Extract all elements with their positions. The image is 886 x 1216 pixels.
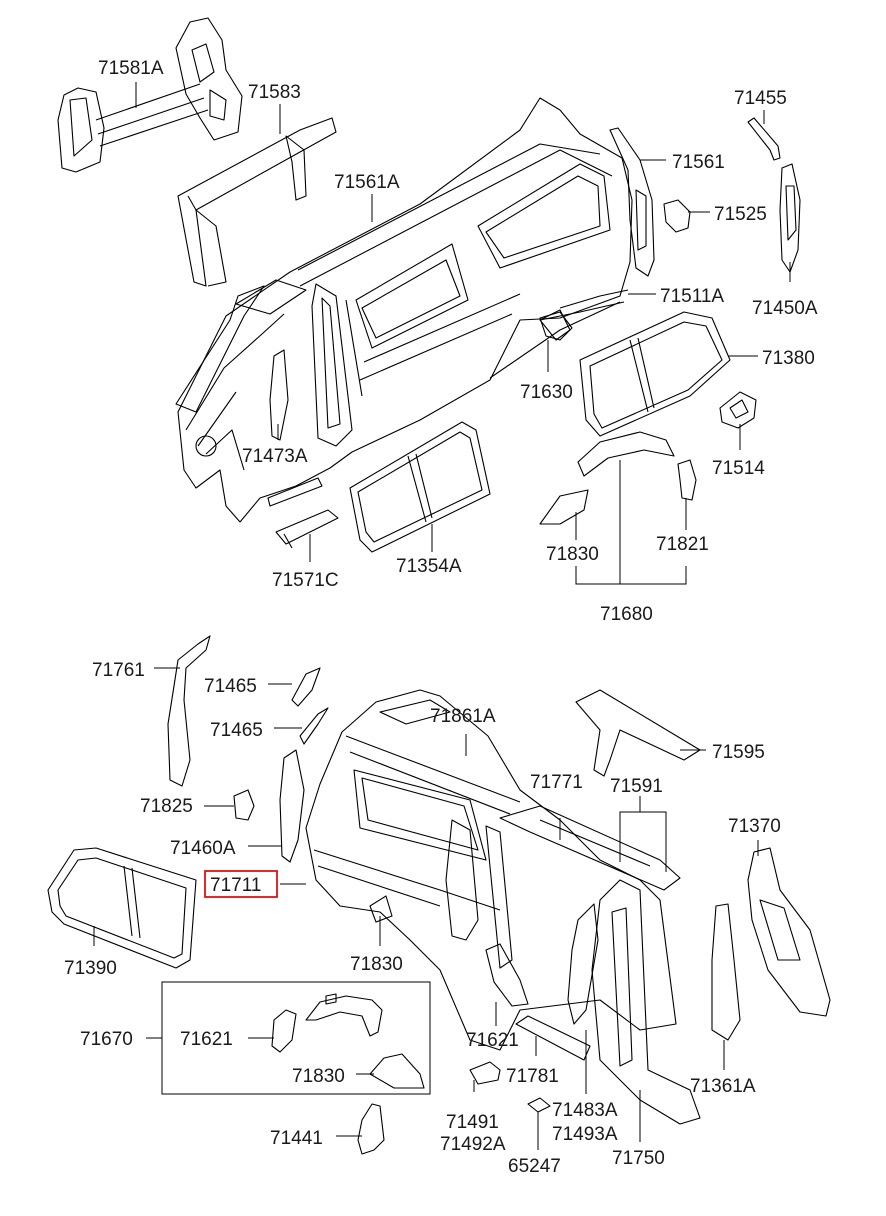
label-71492a[interactable]: 71492A (440, 1134, 506, 1155)
label-71370[interactable]: 71370 (728, 816, 781, 837)
part-71390-drawing (47, 847, 197, 969)
part-number-labels: 71581A 71583 71561A 71455 71561 71525 71… (64, 58, 818, 1177)
part-71465-b-drawing (299, 707, 329, 745)
parts-line-art (47, 17, 831, 1155)
label-71595[interactable]: 71595 (712, 742, 765, 763)
label-71711[interactable]: 71711 (210, 875, 261, 896)
part-71525-drawing (663, 199, 691, 233)
part-71630-drawing (539, 311, 573, 341)
label-71511a[interactable]: 71511A (660, 286, 724, 307)
label-71830-upper[interactable]: 71830 (546, 544, 599, 565)
part-71821-drawing (677, 459, 697, 501)
label-71861a[interactable]: 71861A (430, 706, 496, 727)
part-71465-a-drawing (291, 667, 321, 707)
label-71455[interactable]: 71455 (734, 88, 787, 109)
label-71460a[interactable]: 71460A (170, 838, 236, 859)
part-71380-drawing (579, 311, 731, 437)
label-71561[interactable]: 71561 (672, 152, 725, 173)
part-71561-drawing (609, 127, 655, 277)
label-71761[interactable]: 71761 (92, 660, 145, 681)
part-71825-drawing (233, 789, 255, 821)
part-71583-drawing (177, 117, 337, 287)
part-71591-drawing (499, 805, 681, 891)
part-65247-drawing (527, 1097, 551, 1113)
label-71591[interactable]: 71591 (610, 776, 663, 797)
label-71361a[interactable]: 71361A (690, 1076, 756, 1097)
part-71621-upper-drawing (485, 943, 529, 1007)
label-71621-box[interactable]: 71621 (180, 1029, 233, 1050)
label-71680[interactable]: 71680 (600, 604, 653, 625)
label-71491[interactable]: 71491 (446, 1112, 499, 1133)
label-71525[interactable]: 71525 (714, 204, 767, 225)
label-71771[interactable]: 71771 (530, 772, 583, 793)
label-71581a[interactable]: 71581A (98, 58, 164, 79)
part-71441-drawing (357, 1103, 385, 1155)
label-71781[interactable]: 71781 (506, 1066, 559, 1087)
label-71390[interactable]: 71390 (64, 958, 117, 979)
label-71571c[interactable]: 71571C (272, 570, 339, 591)
label-71830-box[interactable]: 71830 (292, 1066, 345, 1087)
label-71821[interactable]: 71821 (656, 534, 709, 555)
label-71630[interactable]: 71630 (520, 382, 573, 403)
label-71493a[interactable]: 71493A (552, 1124, 618, 1145)
part-71514-drawing (719, 391, 757, 429)
part-71370-drawing (747, 847, 831, 1017)
part-71455-drawing (747, 117, 781, 161)
label-71830-lower[interactable]: 71830 (350, 954, 403, 975)
part-71750-drawing (591, 879, 701, 1125)
part-71861a-drawing (305, 689, 677, 1051)
part-71595-drawing (575, 689, 701, 777)
part-71361a-drawing (711, 903, 741, 1041)
label-71465-a[interactable]: 71465 (204, 676, 257, 697)
part-71781-drawing (515, 1015, 591, 1061)
label-71450a[interactable]: 71450A (752, 298, 818, 319)
part-71450a-drawing (779, 163, 801, 273)
leader-lines (93, 82, 791, 1150)
label-71825[interactable]: 71825 (140, 796, 193, 817)
label-71465-b[interactable]: 71465 (210, 720, 263, 741)
label-71561a[interactable]: 71561A (334, 172, 400, 193)
part-71670-arch-drawing (305, 993, 383, 1037)
part-71680-drawing (577, 431, 675, 477)
label-65247[interactable]: 65247 (508, 1156, 561, 1177)
part-71460a-drawing (279, 749, 305, 863)
label-71441[interactable]: 71441 (270, 1128, 323, 1149)
label-71473a[interactable]: 71473A (242, 446, 308, 467)
part-71511a-drawing (539, 289, 629, 321)
part-71483a-drawing (567, 903, 599, 1025)
label-71354a[interactable]: 71354A (396, 556, 462, 577)
label-71483a[interactable]: 71483A (552, 1100, 618, 1121)
label-71380[interactable]: 71380 (762, 348, 815, 369)
label-71583[interactable]: 71583 (248, 82, 301, 103)
part-71581a-drawing (57, 17, 243, 173)
part-71473a-drawing (269, 349, 289, 441)
part-71830-upper-drawing (539, 489, 589, 525)
highlight-box-71711 (204, 870, 278, 898)
label-71670[interactable]: 71670 (80, 1029, 133, 1050)
part-71491-drawing (469, 1061, 501, 1085)
label-71750[interactable]: 71750 (612, 1148, 665, 1169)
label-71621-upper[interactable]: 71621 (466, 1030, 519, 1051)
label-71514[interactable]: 71514 (712, 458, 765, 479)
part-71354a-drawing (349, 421, 491, 553)
part-71621-box-drawing (271, 1009, 297, 1053)
part-71830-box-drawing (369, 1053, 425, 1089)
part-71761-drawing (167, 635, 211, 787)
part-71571c-drawing (275, 509, 339, 549)
